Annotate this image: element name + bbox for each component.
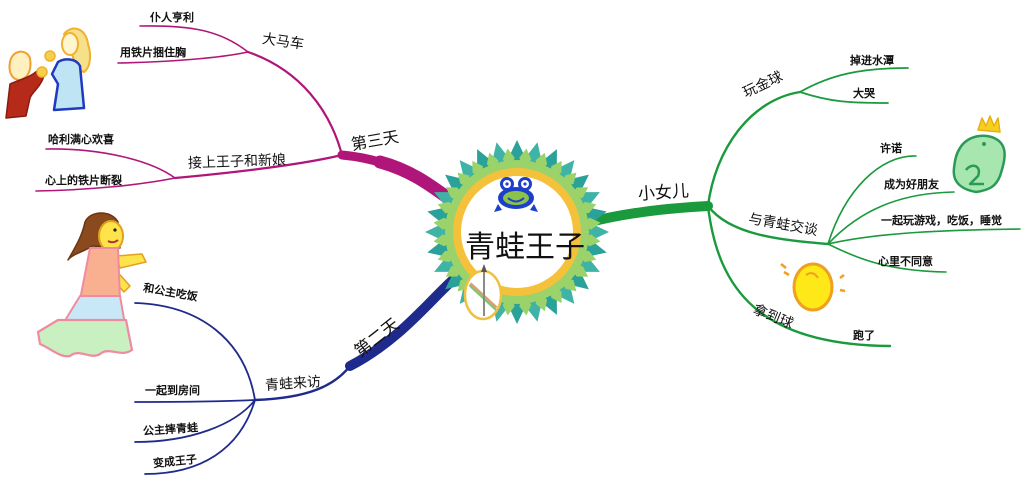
center-flower <box>424 140 610 324</box>
leaf-promise[interactable]: 许诺 <box>880 142 902 155</box>
branch-girl <box>585 67 1021 348</box>
leaf-servant-henry[interactable]: 仆人亨利 <box>150 11 194 24</box>
subtopic-frog-visits[interactable]: 青蛙来访 <box>264 374 322 394</box>
lightbulb-drawing <box>780 262 846 312</box>
leaf-go-to-room[interactable]: 一起到房间 <box>145 384 200 397</box>
topic-little-daughter[interactable]: 小女儿 <box>637 181 690 205</box>
branch-day3 <box>35 25 455 205</box>
leaf-iron-bands[interactable]: 用铁片捆住胸 <box>120 46 186 59</box>
leaf-disagree-inside[interactable]: 心里不同意 <box>878 255 933 268</box>
pencil-ruler-icon <box>463 264 503 321</box>
leaf-ran-away[interactable]: 跑了 <box>853 329 875 342</box>
leaf-play-eat-sleep[interactable]: 一起玩游戏，吃饭，睡觉 <box>881 214 1002 227</box>
leaf-become-friends[interactable]: 成为好朋友 <box>884 178 939 191</box>
princess-drawing <box>36 212 147 358</box>
leaf-harry-joyful[interactable]: 哈利满心欢喜 <box>48 133 114 146</box>
frog-icon <box>494 177 538 212</box>
subtopic-pick-up-prince[interactable]: 接上王子和新娘 <box>187 152 287 172</box>
crowned-frog-drawing <box>952 115 1006 194</box>
leaf-bands-break[interactable]: 心上的铁片断裂 <box>45 174 122 187</box>
leaf-fell-into-pond[interactable]: 掉进水潭 <box>850 54 894 67</box>
leaf-cried[interactable]: 大哭 <box>853 87 875 100</box>
branch-day2 <box>134 273 460 475</box>
central-topic[interactable]: 青蛙王子 <box>465 230 585 265</box>
servant-and-princess-drawing <box>5 27 92 119</box>
